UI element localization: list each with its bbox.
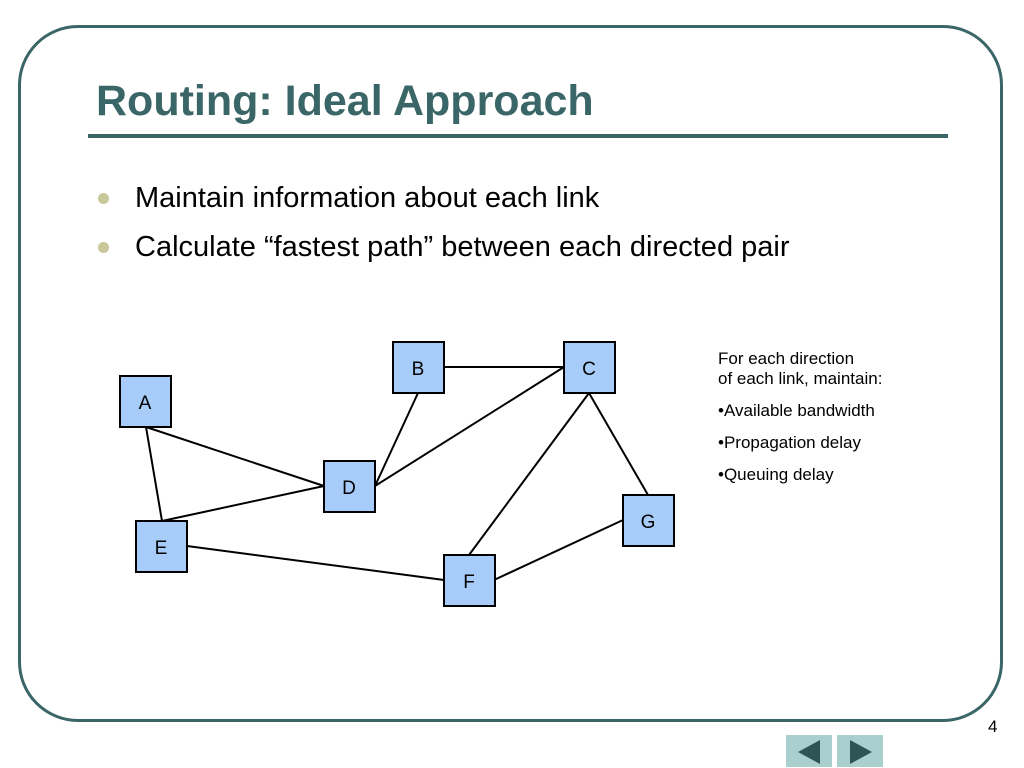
arrow-right-icon xyxy=(850,740,872,764)
node-a: A xyxy=(119,375,172,428)
edge-f-g xyxy=(493,519,624,581)
node-c: C xyxy=(563,341,616,394)
note-item: •Queuing delay xyxy=(718,465,834,484)
previous-slide-button[interactable] xyxy=(785,734,833,768)
slide-frame xyxy=(18,25,1003,722)
node-f-box xyxy=(443,554,496,607)
arrow-left-icon xyxy=(798,740,820,764)
edge-a-e xyxy=(145,426,163,522)
link-info-note: For each direction of each link, maintai… xyxy=(718,349,882,485)
bullet-dot-icon xyxy=(98,193,109,204)
note-line: For each direction xyxy=(718,349,855,368)
edge-d-c xyxy=(374,366,565,487)
node-d-label: D xyxy=(342,478,356,499)
next-slide-button[interactable] xyxy=(836,734,884,768)
node-g-box xyxy=(622,494,675,547)
node-e-label: E xyxy=(155,538,168,559)
note-item: •Available bandwidth xyxy=(718,401,875,420)
node-e: E xyxy=(135,520,188,573)
slide-title: Routing: Ideal Approach xyxy=(96,77,594,125)
node-f-label: F xyxy=(463,572,475,593)
note-line: of each link, maintain: xyxy=(718,369,883,388)
node-g: G xyxy=(622,494,675,547)
edge-c-f xyxy=(468,392,590,556)
node-f: F xyxy=(443,554,496,607)
bullet-text: Calculate “fastest path” between each di… xyxy=(135,231,790,263)
node-a-label: A xyxy=(139,393,152,414)
node-c-label: C xyxy=(582,359,596,380)
note-item: •Propagation delay xyxy=(718,433,861,452)
node-d: D xyxy=(323,460,376,513)
bullet-dot-icon xyxy=(98,242,109,253)
title-divider xyxy=(88,134,948,138)
node-a-box xyxy=(119,375,172,428)
edge-e-f xyxy=(186,545,445,581)
node-c-box xyxy=(563,341,616,394)
bullet-text: Maintain information about each link xyxy=(135,182,600,214)
edge-a-d xyxy=(145,426,325,487)
edge-e-d xyxy=(161,485,325,522)
node-g-label: G xyxy=(641,512,656,533)
node-e-box xyxy=(135,520,188,573)
node-b-box xyxy=(392,341,445,394)
edge-c-g xyxy=(588,392,649,496)
edge-b-d xyxy=(374,392,419,487)
diagram-edges xyxy=(145,366,649,581)
node-b: B xyxy=(392,341,445,394)
node-d-box xyxy=(323,460,376,513)
node-b-label: B xyxy=(412,359,425,380)
page-number: 4 xyxy=(988,717,998,736)
